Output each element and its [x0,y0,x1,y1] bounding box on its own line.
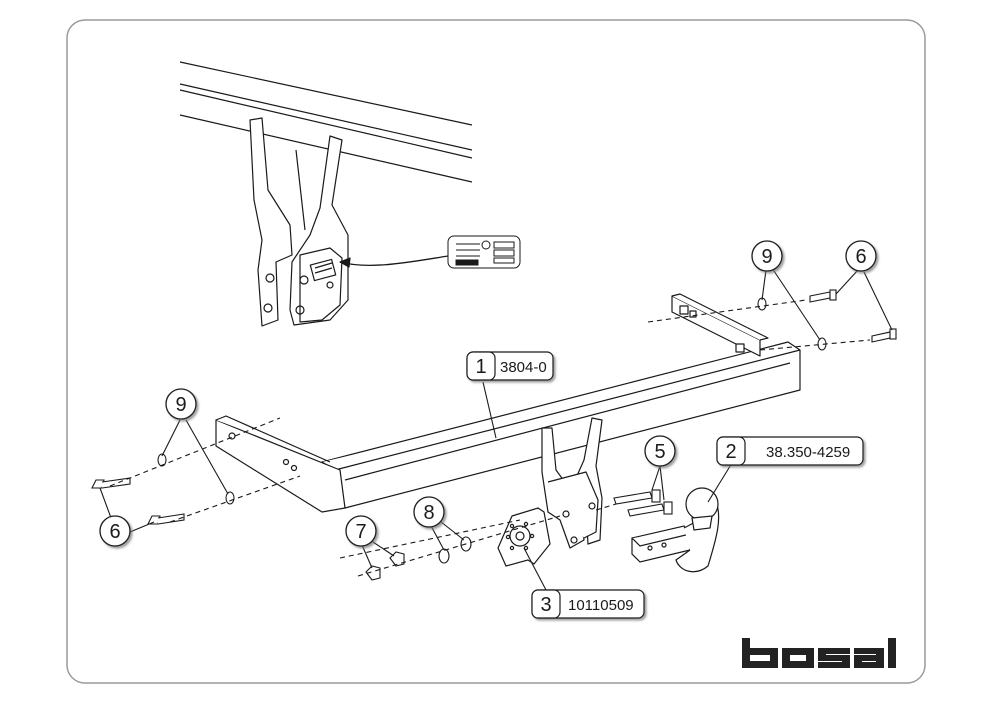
callout-9-right: 9 [751,240,783,272]
callout-5: 5 [644,435,676,467]
callout-number: 9 [175,394,186,416]
fasteners [91,289,897,581]
callout-9-left: 9 [165,388,197,420]
type-label-icon [447,235,521,269]
leader-lines [99,267,893,591]
callout-8: 8 [413,496,445,528]
callout-number: 1 [475,356,486,378]
towball [631,487,720,573]
part-number-3: 10110509 [568,597,634,614]
callout-number: 3 [540,594,551,616]
crossbar [215,293,801,549]
callout-3: 3 10110509 [531,589,645,619]
callout-number: 2 [725,441,736,463]
callout-2: 2 38.350-4259 [716,436,864,466]
detail-view [179,61,473,327]
bosal-logo [742,638,896,668]
callout-1: 1 3804-0 [466,351,554,381]
callout-6-left: 6 [99,515,131,547]
callout-number: 6 [855,246,866,268]
callout-6-right: 6 [845,240,877,272]
callout-number: 9 [761,246,772,268]
part-number-2: 38.350-4259 [766,444,850,461]
callout-number: 8 [423,502,434,524]
callout-7: 7 [345,515,377,547]
callout-number: 5 [654,441,665,463]
part-number-1: 3804-0 [500,359,547,376]
callout-number: 7 [355,521,366,543]
callout-number: 6 [109,521,120,543]
assembly-lines [109,299,871,577]
